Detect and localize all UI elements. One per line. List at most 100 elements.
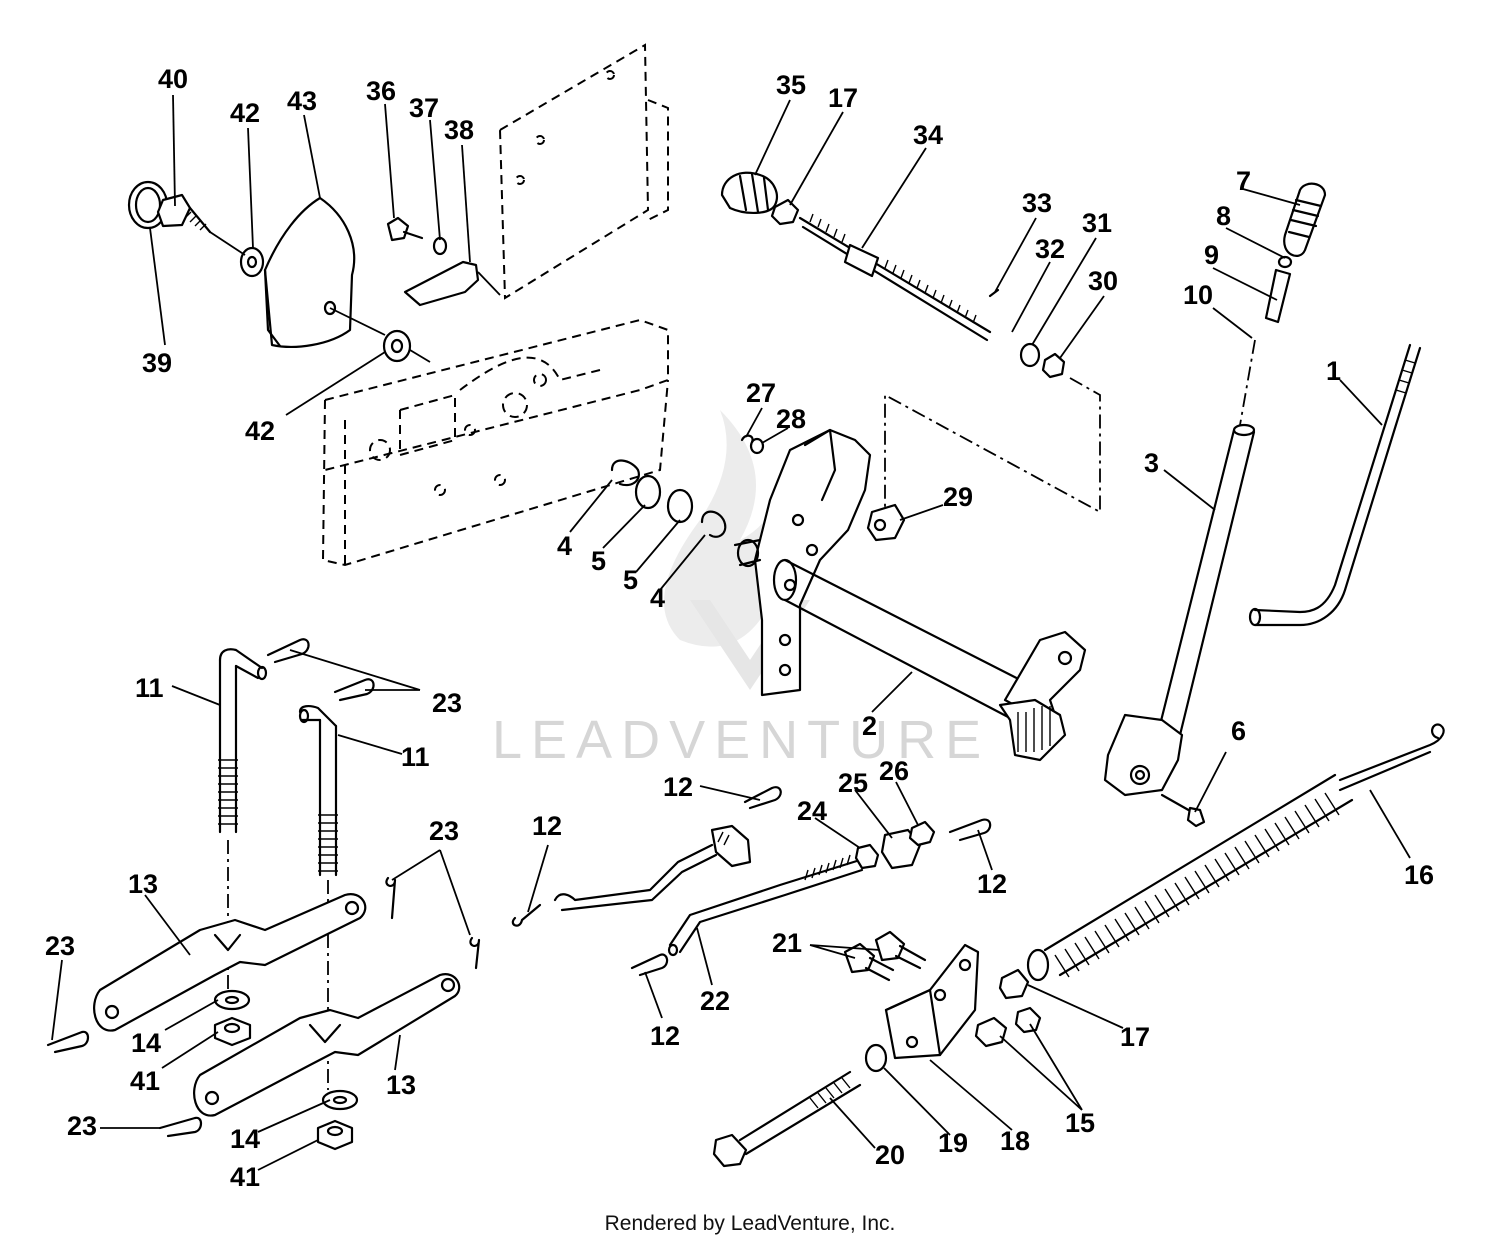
callout-20: 20	[875, 1140, 905, 1170]
lift-link-11-left	[218, 648, 268, 834]
callout-22: 22	[700, 986, 730, 1016]
callout-13: 13	[128, 869, 158, 899]
hairpin-12-d	[948, 818, 992, 842]
callout-36: 36	[366, 76, 396, 106]
callout-12: 12	[532, 811, 562, 841]
callout-12: 12	[663, 772, 693, 802]
callout-35: 35	[776, 70, 806, 100]
callout-42: 42	[230, 98, 260, 128]
callout-5: 5	[591, 546, 606, 576]
callout-13: 13	[386, 1070, 416, 1100]
callout-14: 14	[230, 1124, 260, 1154]
washer-5-left	[634, 474, 662, 510]
washer-19	[864, 1043, 888, 1073]
bolt-36	[386, 216, 424, 242]
washer-14-lower	[321, 1089, 359, 1111]
rod-22	[667, 854, 864, 957]
hairpin-23-mid2	[469, 936, 481, 970]
callout-40: 40	[158, 64, 188, 94]
callout-25: 25	[838, 768, 868, 798]
washer-14-upper	[213, 989, 251, 1011]
callout-27: 27	[746, 378, 776, 408]
callout-1: 1	[1326, 356, 1341, 386]
callout-19: 19	[938, 1128, 968, 1158]
callout-10: 10	[1183, 280, 1213, 310]
hairpin-23-bottom	[158, 1116, 203, 1138]
knob-35	[720, 171, 778, 214]
callouts: 40 42 43 39 42 36 37 38 35 17 34 33 32 3…	[45, 64, 1434, 1192]
button-9	[1264, 268, 1292, 324]
callout-37: 37	[409, 93, 439, 123]
grip-7	[1283, 182, 1327, 257]
callout-4: 4	[650, 583, 665, 613]
callout-28: 28	[776, 404, 806, 434]
rod-1	[1248, 343, 1422, 627]
hairpin-12-c	[630, 953, 669, 977]
hairpin-23-mid1	[385, 876, 397, 920]
clip-4-right	[700, 510, 727, 538]
hairpin-23-left	[46, 1030, 90, 1054]
callout-33: 33	[1022, 188, 1052, 218]
callout-23: 23	[67, 1111, 97, 1141]
callout-9: 9	[1204, 240, 1219, 270]
lift-handle-3	[1103, 423, 1256, 797]
hairpin-12-a	[743, 786, 782, 810]
hairpin-23-top2	[333, 678, 375, 702]
callout-15: 15	[1065, 1108, 1095, 1138]
callout-5: 5	[623, 565, 638, 595]
callout-31: 31	[1082, 208, 1112, 238]
hairpin-12-b	[511, 903, 542, 927]
footer-credit: Rendered by LeadVenture, Inc.	[605, 1212, 896, 1235]
callout-41: 41	[130, 1066, 160, 1096]
nut-30	[1041, 352, 1066, 379]
threaded-rod-34	[798, 213, 992, 342]
callout-23: 23	[429, 816, 459, 846]
callout-21: 21	[772, 928, 802, 958]
lift-shaft-2	[733, 428, 1087, 762]
clip-4-left	[610, 459, 640, 487]
handle-centerline	[1239, 339, 1256, 426]
bolt-6	[1160, 793, 1206, 828]
deflector-43	[263, 196, 356, 348]
lift-arm-13-upper	[93, 893, 367, 1032]
pin-29	[866, 503, 906, 542]
callout-16: 16	[1404, 860, 1434, 890]
callout-17: 17	[1120, 1022, 1150, 1052]
nut-17-lower	[998, 968, 1030, 1000]
callout-41: 41	[230, 1162, 260, 1192]
callout-23: 23	[432, 688, 462, 718]
callout-14: 14	[131, 1028, 161, 1058]
rod-12-link	[553, 824, 752, 912]
bracket-18	[884, 943, 980, 1060]
callout-43: 43	[287, 86, 317, 116]
washer-31	[1019, 342, 1041, 368]
spring-16	[1026, 723, 1445, 982]
callout-17: 17	[828, 83, 858, 113]
callout-24: 24	[797, 796, 827, 826]
watermark-text: LEADVENTURE	[492, 710, 990, 770]
nuts-15	[974, 1006, 1042, 1048]
callout-18: 18	[1000, 1126, 1030, 1156]
rod-centerline	[884, 377, 1101, 520]
hairpin-23-top1	[266, 638, 310, 664]
callout-3: 3	[1144, 448, 1159, 478]
callout-6: 6	[1231, 716, 1246, 746]
callout-30: 30	[1088, 266, 1118, 296]
washer-28	[749, 437, 765, 455]
washer-5-right	[666, 488, 694, 524]
callout-38: 38	[444, 115, 474, 145]
callout-11: 11	[401, 742, 430, 772]
lift-link-11-right	[298, 705, 338, 877]
callout-2: 2	[862, 711, 877, 741]
callout-26: 26	[879, 756, 909, 786]
washer-37	[432, 236, 448, 256]
bolt-20	[712, 1070, 862, 1168]
callout-8: 8	[1216, 201, 1231, 231]
nut-41-upper	[213, 1016, 252, 1047]
pin-33	[988, 288, 1000, 298]
washer-42-upper	[209, 231, 265, 278]
nut-24	[854, 843, 880, 870]
callout-29: 29	[943, 482, 973, 512]
callout-12: 12	[650, 1021, 680, 1051]
